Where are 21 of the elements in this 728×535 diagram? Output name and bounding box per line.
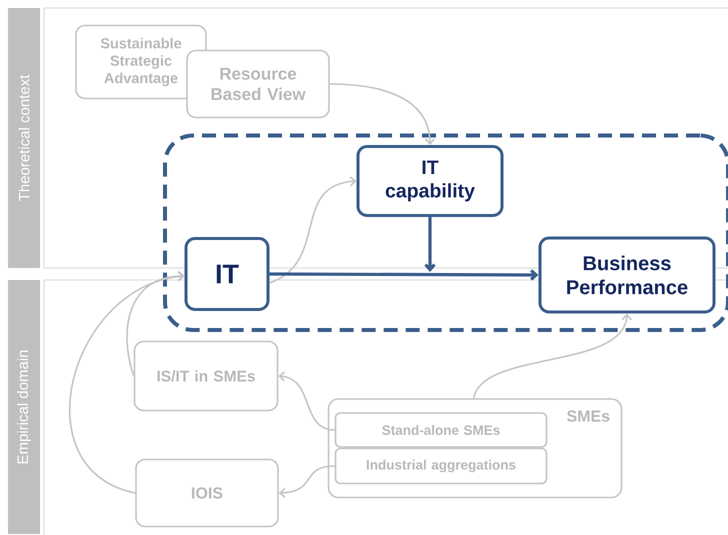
side-band-label: Empirical domain: [8, 280, 40, 534]
arrow: [278, 371, 335, 431]
concept-box: IT capability: [356, 145, 504, 217]
concept-box: Business Performance: [538, 236, 716, 314]
arrow: [330, 83, 436, 145]
concept-box: Industrial aggregations: [334, 448, 548, 484]
arrow: [69, 271, 184, 494]
arrow: [424, 217, 436, 272]
concept-box: IOIS: [135, 458, 279, 528]
arrow: [278, 465, 335, 498]
concept-box: Resource Based View: [186, 50, 330, 118]
arrow: [126, 270, 184, 376]
arrow: [269, 176, 356, 284]
arrow: [472, 314, 632, 399]
concept-box: Sustainable Strategic Advantage: [75, 24, 207, 100]
concept-box: Stand-alone SMEs: [334, 412, 548, 448]
dashed-group-outline: [163, 134, 728, 332]
concept-box: IS/IT in SMEs: [134, 340, 278, 412]
arrow: [270, 269, 538, 281]
concept-box: IT: [184, 237, 270, 311]
side-band-label: Theoretical context: [8, 8, 40, 268]
